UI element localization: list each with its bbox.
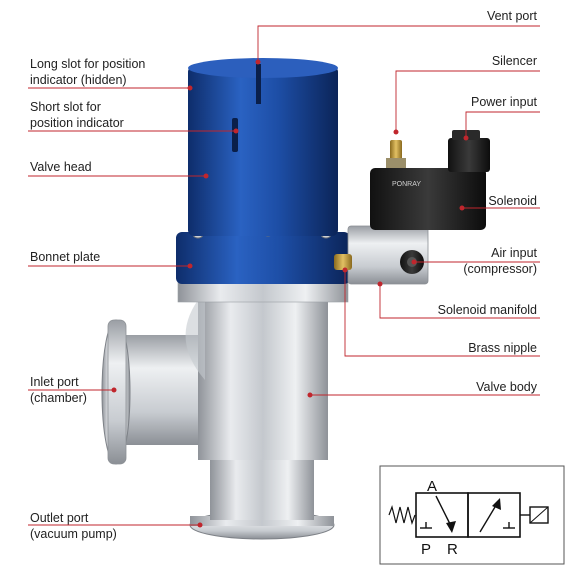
arrow-head-right xyxy=(492,498,501,510)
label-solenoid: Solenoid xyxy=(488,194,537,208)
port-p-label: P xyxy=(421,541,431,558)
label-outlet-port: Outlet port(vacuum pump) xyxy=(30,511,117,541)
label-bonnet-plate: Bonnet plate xyxy=(30,250,101,264)
label-silencer: Silencer xyxy=(491,54,537,68)
label-air-input: Air input(compressor) xyxy=(463,246,537,276)
label-power-input: Power input xyxy=(470,95,537,109)
leader-lines xyxy=(28,25,540,526)
symbol-frame xyxy=(379,465,565,565)
leader-dots xyxy=(111,59,469,528)
short-slot xyxy=(232,118,238,152)
port-r-label: R xyxy=(447,541,458,558)
leader-brass-nipple xyxy=(344,270,540,357)
valve-body-shape xyxy=(198,290,328,460)
port-a-label: A xyxy=(427,478,437,495)
leader-power-input xyxy=(465,111,540,138)
long-slot xyxy=(256,64,261,104)
label-inlet-port: Inlet port(chamber) xyxy=(30,375,87,405)
inlet-flange-rim xyxy=(107,319,127,465)
valve-illustration: PONRAY xyxy=(101,58,490,540)
arrow-head-left xyxy=(446,521,456,533)
label-solenoid-manifold: Solenoid manifold xyxy=(437,303,537,317)
leader-silencer xyxy=(395,70,540,132)
outlet-flange-rim xyxy=(190,516,334,526)
brass-nipple-shape xyxy=(334,254,352,270)
silencer-base xyxy=(386,158,406,168)
label-brass-nipple: Brass nipple xyxy=(468,341,537,355)
solenoid-shape xyxy=(370,168,486,230)
actuator-coil xyxy=(529,506,549,524)
body-collar xyxy=(177,281,349,303)
silencer-shape xyxy=(390,140,402,162)
label-valve-body: Valve body xyxy=(476,380,537,394)
spring-icon xyxy=(388,504,416,526)
valve-head-shape xyxy=(188,66,338,236)
power-input-shape xyxy=(448,138,490,172)
valve-head-top xyxy=(188,58,338,78)
leader-vent-port xyxy=(257,25,540,62)
leader-solenoid-manifold xyxy=(379,284,540,319)
solenoid-brand: PONRAY xyxy=(392,181,421,188)
label-valve-head: Valve head xyxy=(30,160,92,174)
bonnet-plate-shape xyxy=(176,232,350,284)
valve-body-joint xyxy=(185,300,205,380)
pneumatic-symbol: A P R xyxy=(379,465,565,565)
label-vent-port: Vent port xyxy=(486,9,537,23)
actuator-diag xyxy=(529,506,549,524)
